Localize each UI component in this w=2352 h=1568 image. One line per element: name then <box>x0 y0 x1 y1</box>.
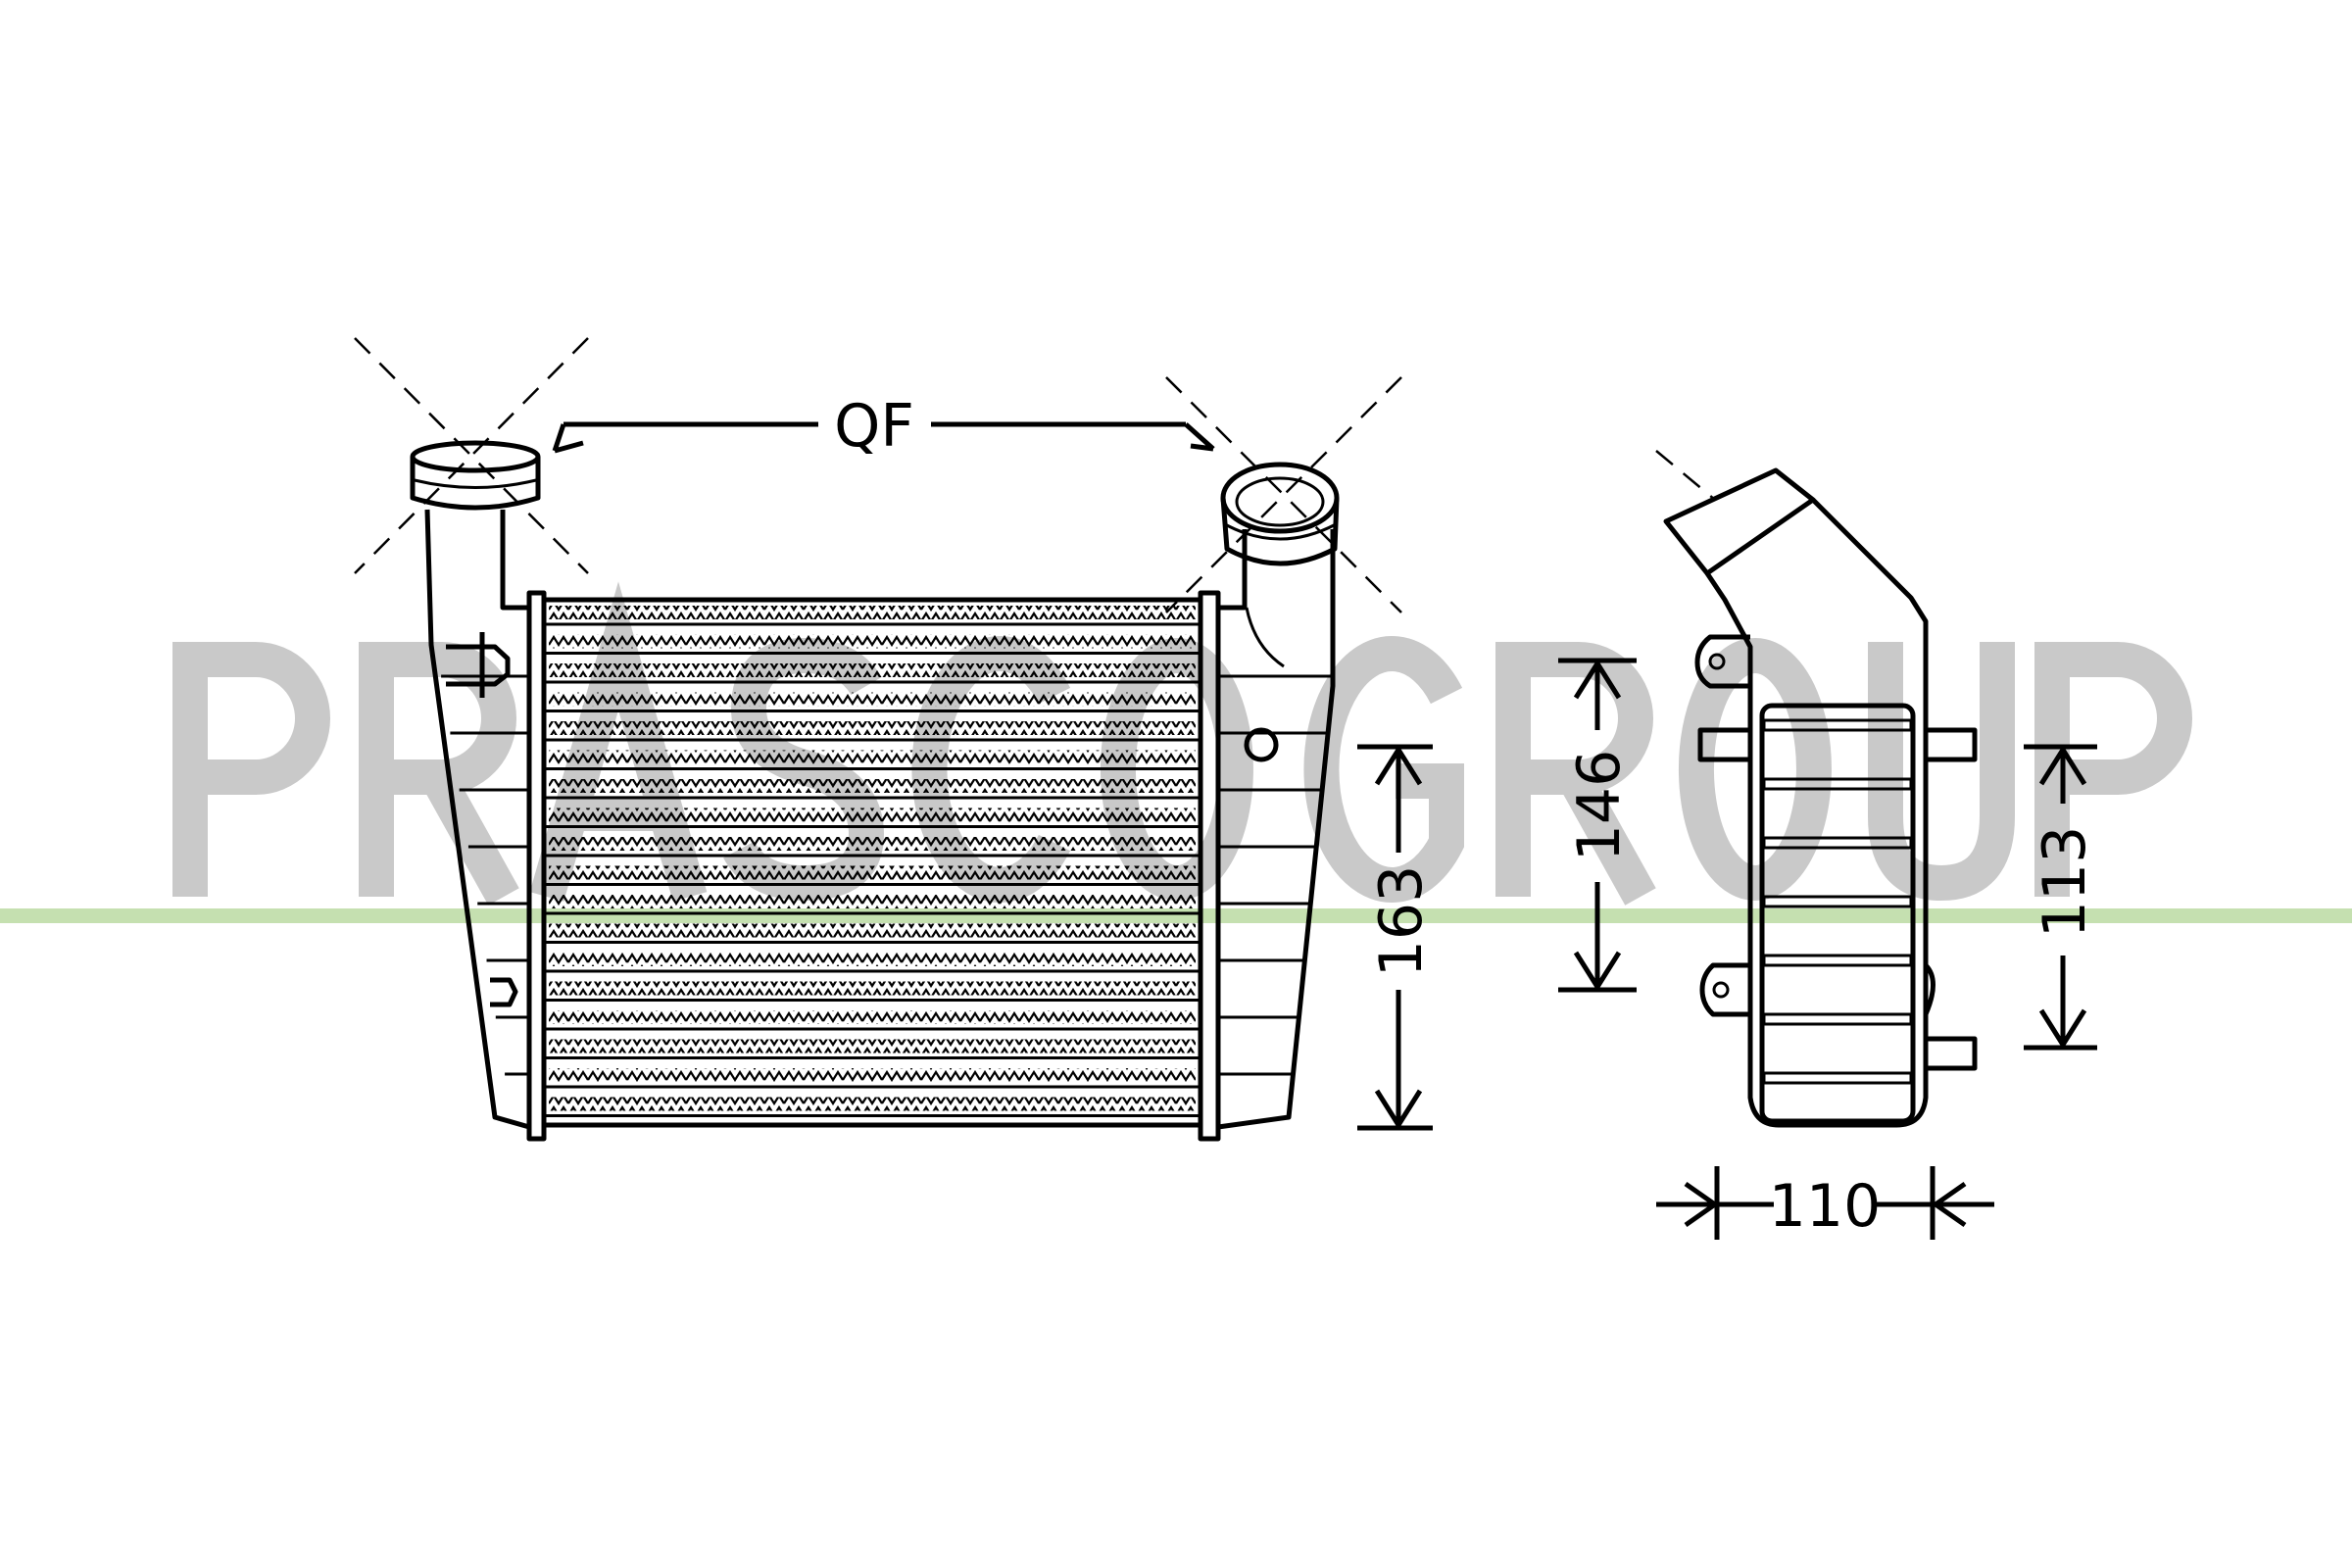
watermark-glyph <box>1868 642 2015 902</box>
left-mount-pin <box>446 644 511 687</box>
fin-row <box>549 1097 1196 1111</box>
fin-row <box>549 721 1196 735</box>
left-lower-pin <box>490 977 518 1007</box>
side-fin-bar <box>1762 1071 1913 1085</box>
fin-row <box>549 692 1196 707</box>
side-inlet <box>1663 467 1816 576</box>
depth-label: 110 <box>1769 1172 1882 1241</box>
side-upper-height-dimension: 146 <box>1558 658 1637 993</box>
side-lower-height-dimension: 113 <box>2024 744 2099 1051</box>
side-lower-height-label: 113 <box>2031 826 2099 939</box>
side-upper-lug <box>1694 634 1750 689</box>
qf-dimension: QF <box>552 392 1215 461</box>
right-mount-hole <box>1244 727 1279 762</box>
side-fin-bar <box>1762 836 1913 850</box>
core <box>544 606 1200 1117</box>
front-view <box>354 337 1402 1142</box>
fin-row <box>549 923 1196 938</box>
side-left-pipe <box>1697 727 1750 762</box>
fin-row <box>549 865 1196 880</box>
watermark-glyph <box>1678 638 1832 901</box>
watermark-line <box>0 908 2352 923</box>
side-fin-bar <box>1762 954 1913 967</box>
fin-row <box>549 779 1196 793</box>
side-lower-lug <box>1699 962 1750 1017</box>
core-height-label: 163 <box>1367 865 1436 978</box>
fin-row <box>549 981 1196 996</box>
right-side-plate <box>1198 590 1221 1142</box>
fin-row <box>549 953 1196 966</box>
side-right-pipe-upper <box>1926 727 1978 762</box>
fin-row <box>549 1039 1196 1054</box>
outlet-connector <box>1220 462 1340 566</box>
fin-row <box>549 634 1196 649</box>
side-fin-bar <box>1762 777 1913 791</box>
side-fin-bar <box>1762 1012 1913 1026</box>
fin-row <box>549 606 1196 619</box>
inlet-connector <box>410 440 541 511</box>
side-view <box>1655 450 1978 1128</box>
qf-label: QF <box>834 392 914 461</box>
fin-row <box>549 1010 1196 1024</box>
watermark-glyph <box>2034 642 2192 897</box>
connector-axis-marks <box>354 337 1402 613</box>
fin-row <box>549 808 1196 822</box>
fin-row <box>549 1068 1196 1082</box>
side-right-pipe-lower <box>1926 1036 1978 1071</box>
fin-row <box>549 837 1196 851</box>
watermark-glyph <box>359 642 519 906</box>
depth-dimension: 110 <box>1656 1166 1994 1241</box>
side-fin-bar <box>1762 718 1913 732</box>
side-upper-height-label: 146 <box>1565 750 1634 862</box>
watermark-glyph <box>172 642 330 897</box>
core-height-dimension: 163 <box>1357 744 1436 1131</box>
left-side-plate <box>526 590 547 1142</box>
fin-row <box>549 663 1196 677</box>
fin-row <box>549 750 1196 764</box>
left-tank <box>424 509 530 1130</box>
fin-row <box>549 895 1196 908</box>
side-fin-bar <box>1762 895 1913 908</box>
